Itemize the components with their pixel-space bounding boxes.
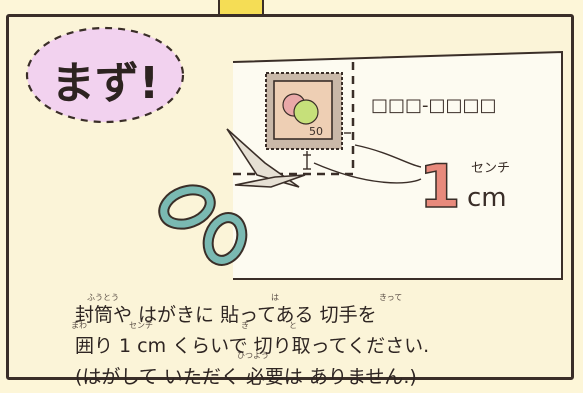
furigana-ha: は bbox=[271, 293, 279, 302]
badge-title: まず! bbox=[50, 58, 160, 109]
measure-furigana: センチ bbox=[471, 161, 511, 176]
furigana-to: と bbox=[289, 321, 297, 330]
caption-line-2: 囲り 1 cm くらいで 切り取ってください. bbox=[75, 335, 430, 357]
caption-line-3: (はがして いただく 必要は ありません.) bbox=[75, 366, 417, 388]
scissors-icon bbox=[158, 128, 306, 266]
instruction-panel: 50 □□□-□□□□ 1 まず! センチ cm ふうとう は きって まわ bbox=[6, 14, 574, 388]
stamp-number: 50 bbox=[309, 125, 323, 138]
furigana-ki: き bbox=[241, 321, 249, 330]
furigana-hitsuyou: ひつよう bbox=[237, 351, 269, 360]
furigana-senchi: センチ bbox=[129, 321, 153, 330]
top-tab-decoration bbox=[218, 0, 264, 16]
badge-bubble bbox=[25, 26, 185, 124]
caption: 封筒や はがきに 貼ってある 切手を 囲り 1 cm くらいで 切り取ってくださ… bbox=[75, 300, 535, 393]
furigana-kitte: きって bbox=[379, 293, 403, 302]
measure-unit: cm bbox=[467, 183, 507, 213]
postal-code-boxes: □□□-□□□□ bbox=[371, 95, 497, 116]
cut-dashed-line bbox=[233, 62, 355, 176]
measure-marks bbox=[303, 132, 422, 184]
furigana-mawa: まわ bbox=[71, 321, 87, 330]
illustration: 50 □□□-□□□□ 1 bbox=[25, 26, 563, 280]
stamp-icon: 50 bbox=[265, 72, 343, 150]
caption-line-1: 封筒や はがきに 貼ってある 切手を bbox=[75, 304, 377, 326]
furigana-futou: ふうとう bbox=[87, 293, 119, 302]
measure-number: 1 bbox=[419, 152, 461, 222]
